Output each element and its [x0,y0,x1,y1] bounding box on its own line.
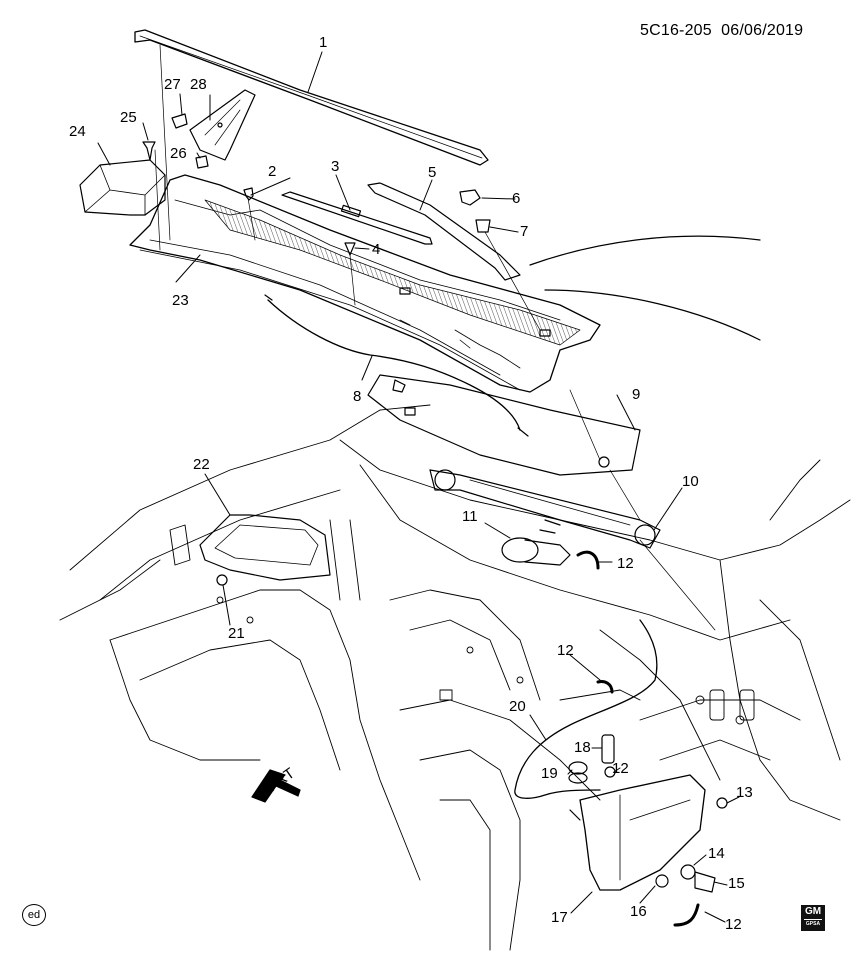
part-25-bracket [79,159,166,216]
part-17-grommet [655,874,669,888]
part-15-grommet [680,864,696,880]
part-29-trim-panel [189,89,256,161]
part-19-washer-pump [601,734,615,764]
diagram-date: 06/06/2019 [721,22,804,39]
callout-18: 18 [574,739,591,756]
callout-8: 8 [353,388,361,405]
part-14-nut [716,797,728,809]
callout-11: 11 [462,508,478,525]
callout-3: 3 [331,158,339,175]
part-23-air-duct [199,514,331,581]
part-24-cowl-panel [129,174,601,393]
callout-28: 28 [190,76,207,93]
part-10-wiper-transmission [429,469,661,549]
logo-sub: GPSA [804,919,822,927]
part-28-clip [171,113,188,129]
callout-19: 19 [541,765,558,782]
part-7-nut [475,219,491,233]
part-27-nut [195,155,209,169]
front-arrow [251,769,301,803]
part-1-cowl-seal [134,29,489,166]
part-21-washer-hose [514,619,658,799]
part-22-nut [216,574,228,586]
part-4-pin [344,242,356,256]
callout-7: 7 [520,223,528,240]
part-3-wiper-blade [281,191,433,245]
part-20-grommet [568,761,588,784]
callout-10: 10 [682,473,699,490]
part-12-hose-low [673,903,700,927]
edition-badge: ed [22,904,46,926]
callout-1: 1 [319,34,327,51]
callout-13: 13 [736,784,753,801]
callout-leaders [97,51,740,923]
part-18-washer-reservoir [569,774,706,891]
part-8-washer-hose [264,294,529,437]
part-9-cowl-seal [367,374,641,476]
part-13-grommet [604,766,616,778]
assembly-leader-lines [154,44,716,631]
part-12-hose-upper [576,550,600,570]
callout-12: 12 [612,760,629,777]
callout-22: 22 [193,456,210,473]
callout-12: 12 [557,642,574,659]
callout-4: 4 [372,241,380,258]
callout-26: 26 [170,145,187,162]
gm-logo: GM GPSA [801,905,825,931]
callout-23: 23 [172,292,189,309]
callout-14: 14 [708,845,725,862]
callout-6: 6 [512,190,520,207]
diagram-code: 5C16-205 [640,22,712,39]
callout-24: 24 [69,123,86,140]
part-11-wiper-motor [501,519,571,566]
logo-text: GM [804,906,822,917]
part-2-screw [243,187,254,201]
part-5-wiper-arm [367,182,521,281]
part-16-washer-pump [694,871,716,893]
callout-15: 15 [728,875,745,892]
callout-25: 25 [120,109,137,126]
callout-12: 12 [725,916,742,933]
callout-12: 12 [617,555,634,572]
diagram-header: 5C16-205 06/06/2019 [640,22,803,40]
part-26-push-pin [142,141,156,161]
callout-27: 27 [164,76,181,93]
callout-2: 2 [268,163,276,180]
callout-9: 9 [632,386,640,403]
callout-20: 20 [509,698,526,715]
part-12-hose-mid [596,680,614,694]
callout-16: 16 [630,903,647,920]
callout-5: 5 [428,164,436,181]
callout-21: 21 [228,625,245,642]
hood-outline [529,235,761,341]
part-6-cap [459,189,481,206]
vehicle-body-structure [59,404,851,951]
callout-17: 17 [551,909,568,926]
